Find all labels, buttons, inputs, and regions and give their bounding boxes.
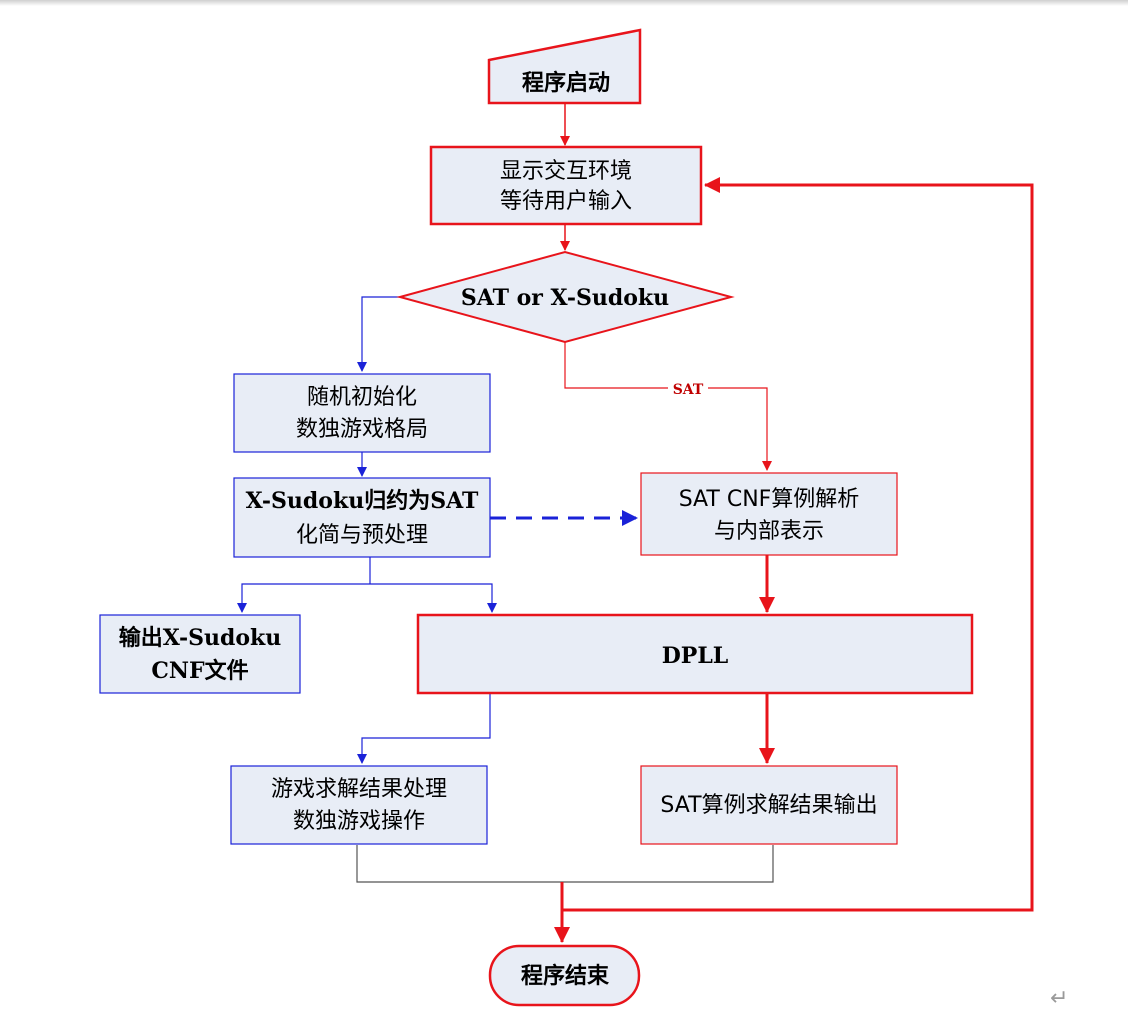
node-reduce-to-sat: X-Sudoku归约为SAT 化简与预处理 — [233, 477, 491, 558]
node-output-cnf-line2: CNF文件 — [151, 658, 248, 684]
node-display-line1: 显示交互环境 — [500, 159, 632, 184]
edge-game-result-merge — [356, 845, 562, 883]
node-random-line1: 随机初始化 — [307, 385, 417, 410]
node-start: 程序启动 — [487, 28, 642, 105]
edge-decision-to-random-init — [357, 296, 400, 372]
node-dpll: DPLL — [416, 613, 974, 695]
node-display-environment: 显示交互环境 等待用户输入 — [429, 145, 703, 226]
edge-label-sat: SAT — [673, 382, 704, 398]
node-game-line2: 数独游戏操作 — [293, 809, 425, 834]
node-output-cnf-file: 输出X-Sudoku CNF文件 — [99, 614, 301, 694]
node-end: 程序结束 — [488, 944, 641, 1007]
edge-reduce-to-dpll — [370, 583, 497, 613]
node-decision: SAT or X-Sudoku — [396, 250, 735, 344]
paragraph-mark-icon: ↵ — [1050, 986, 1068, 1011]
node-start-label: 程序启动 — [522, 70, 610, 96]
node-output-cnf-line1: 输出X-Sudoku — [119, 625, 282, 651]
edge-sat-output-merge — [562, 845, 774, 883]
edge-dpll-to-game-result — [357, 694, 491, 764]
node-parse-line1: SAT CNF算例解析 — [679, 487, 860, 512]
node-random-init: 随机初始化 数独游戏格局 — [233, 373, 491, 453]
node-cnf-parse: SAT CNF算例解析 与内部表示 — [640, 472, 898, 556]
node-parse-line2: 与内部表示 — [714, 519, 824, 544]
cropped-text-strip — [0, 0, 1128, 6]
sat-label-bg — [668, 378, 708, 398]
node-sat-output-label: SAT算例求解结果输出 — [660, 793, 877, 818]
node-reduce-line2: 化简与预处理 — [296, 523, 428, 548]
node-random-line2: 数独游戏格局 — [296, 417, 428, 442]
node-decision-label: SAT or X-Sudoku — [461, 285, 669, 311]
node-end-label: 程序结束 — [521, 963, 610, 989]
edge-loop-back-to-display — [562, 177, 1034, 912]
node-reduce-line1: X-Sudoku归约为SAT — [246, 488, 479, 514]
node-sat-output: SAT算例求解结果输出 — [640, 765, 898, 845]
edge-reduce-to-output-cnf — [237, 583, 370, 613]
node-dpll-label: DPLL — [662, 643, 729, 669]
node-display-line2: 等待用户输入 — [500, 189, 632, 214]
edge-decision-to-parse — [564, 342, 772, 471]
node-game-line1: 游戏求解结果处理 — [271, 777, 447, 802]
node-game-result: 游戏求解结果处理 数独游戏操作 — [230, 765, 488, 845]
